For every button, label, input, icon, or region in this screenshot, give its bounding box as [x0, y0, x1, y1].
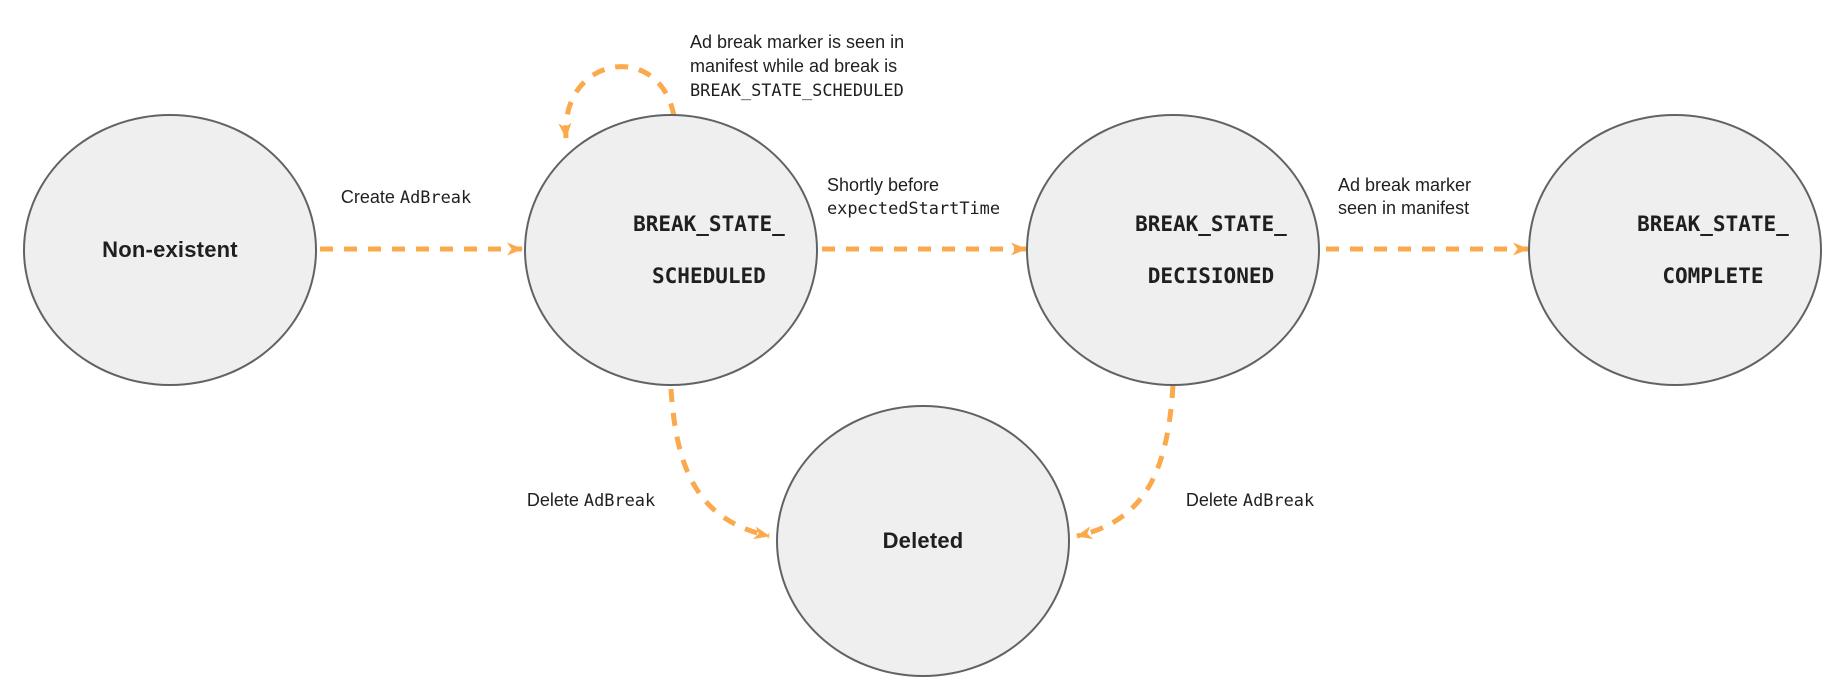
arrow-delete-from-decisioned: [1076, 384, 1176, 540]
arrow-delete-from-scheduled: [668, 388, 770, 540]
state-break-state-complete: BREAK_STATE_ COMPLETE: [1528, 114, 1822, 386]
state-break-state-scheduled-label: BREAK_STATE_ SCHEDULED: [633, 212, 785, 288]
state-non-existent: Non-existent: [23, 114, 317, 386]
state-break-state-decisioned-label: BREAK_STATE_ DECISIONED: [1135, 212, 1287, 288]
state-break-state-complete-label: BREAK_STATE_ COMPLETE: [1637, 212, 1789, 288]
edge-label-delete-adbreak-left: Delete AdBreak: [526, 490, 656, 510]
edge-label-delete-adbreak-right: Delete AdBreak: [1185, 490, 1315, 510]
state-deleted-label: Deleted: [882, 528, 964, 553]
edge-label-marker-seen: Ad break marker seen in manifest: [1338, 175, 1472, 218]
state-break-state-scheduled: BREAK_STATE_ SCHEDULED: [524, 114, 818, 386]
edge-label-create-adbreak: Create AdBreak: [340, 187, 472, 207]
arrow-self-loop: [558, 64, 677, 139]
state-break-state-decisioned: BREAK_STATE_ DECISIONED: [1026, 114, 1320, 386]
state-non-existent-label: Non-existent: [102, 237, 238, 262]
state-deleted: Deleted: [776, 405, 1070, 677]
edge-label-self-loop: Ad break marker is seen in manifest whil…: [690, 32, 905, 100]
edge-label-shortly-before: Shortly before expectedStartTime: [827, 175, 1001, 218]
